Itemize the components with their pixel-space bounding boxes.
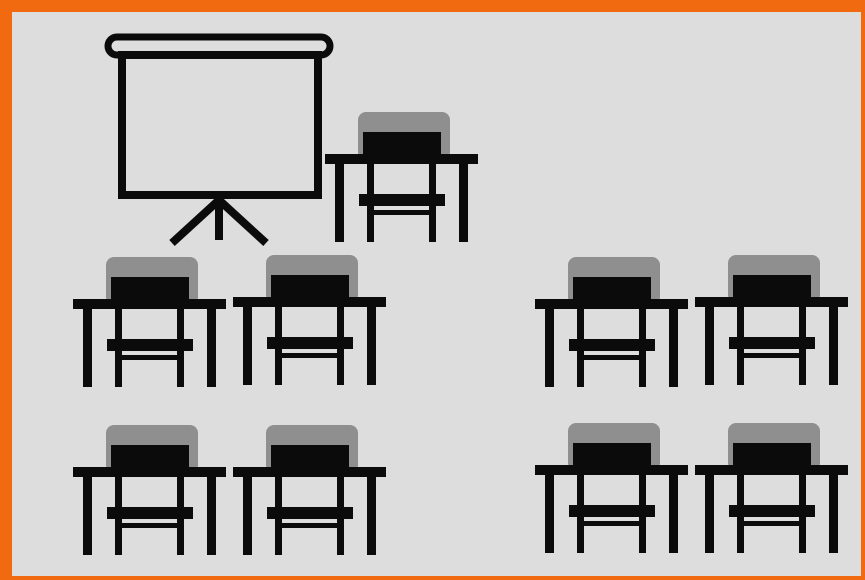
classroom-illustration <box>0 0 865 580</box>
classroom-scene <box>0 0 865 580</box>
